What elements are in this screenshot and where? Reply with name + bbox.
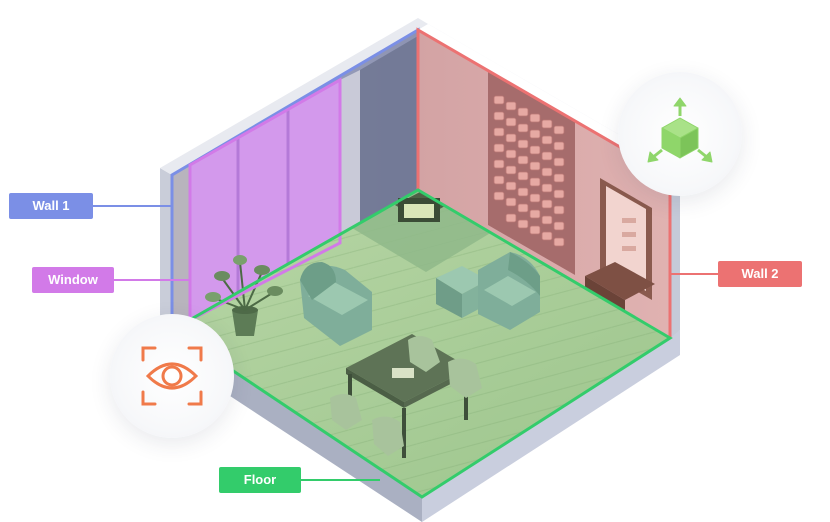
fireplace (395, 192, 445, 222)
window-label: Window (32, 267, 114, 293)
window-outline (188, 77, 342, 323)
firewood-logs (493, 95, 565, 247)
rug (352, 190, 492, 272)
sofa (478, 252, 540, 330)
ar-bubble (618, 72, 742, 196)
left-wall-edge (160, 168, 172, 330)
dining-chairs (330, 336, 482, 456)
plant (205, 255, 283, 336)
floor-label: Floor (219, 467, 301, 493)
left-wall-panel (360, 36, 418, 224)
view-bubble (110, 314, 234, 438)
left-wall-slats (172, 164, 190, 330)
right-wall-edge (670, 164, 680, 338)
right-wall-top (418, 18, 680, 170)
ar-box-icon (647, 97, 713, 163)
eye-icon (141, 346, 203, 406)
floor-outline (169, 188, 673, 499)
mirror-shelves (622, 218, 636, 251)
wall1-label: Wall 1 (9, 193, 93, 219)
armchair-left (300, 262, 372, 346)
wall2-outline (416, 27, 672, 338)
left-wall-top (160, 18, 428, 175)
curtain (340, 70, 360, 243)
console-table-top (585, 262, 655, 300)
wall2-label: Wall 2 (718, 261, 802, 287)
base-slab-right (422, 330, 680, 522)
